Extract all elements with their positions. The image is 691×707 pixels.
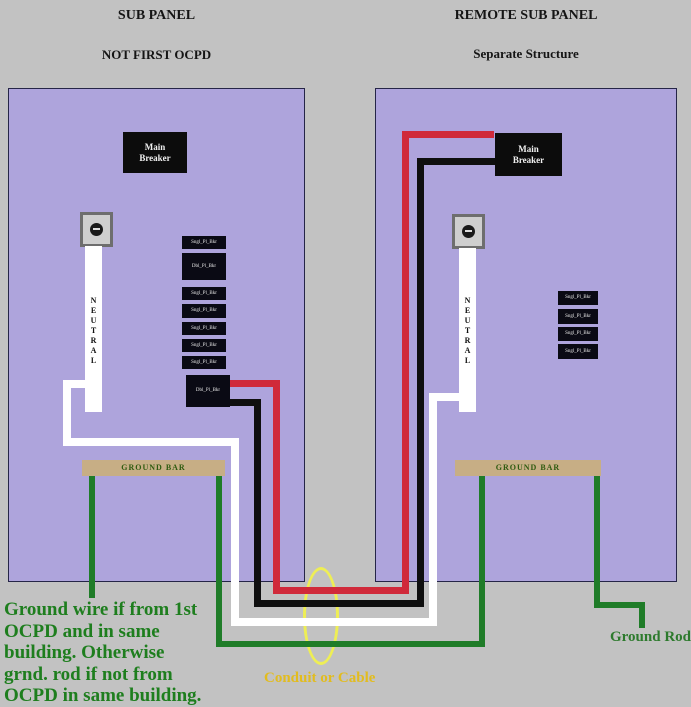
lug-terminal-icon <box>462 225 475 238</box>
left-breaker-3: Sngl_Pl_Bkr <box>182 287 226 300</box>
right-ground-bar: GROUND BAR <box>455 460 601 476</box>
right-panel-title: REMOTE SUB PANEL <box>454 8 598 23</box>
green-ground-wire-segment <box>479 466 485 647</box>
black-hot-wire-segment <box>228 399 261 406</box>
left-neutral-lug-icon <box>80 212 113 247</box>
conduit-ellipse <box>303 567 339 665</box>
left-breaker-7: Sngl_Pl_Bkr <box>182 356 226 369</box>
white-neutral-wire-segment <box>63 380 87 388</box>
right-panel-subtitle: Separate Structure <box>473 46 579 61</box>
note-line: Ground wire if from 1st <box>4 599 198 620</box>
left-main-breaker: Main Breaker <box>123 132 187 173</box>
black-hot-wire-segment <box>254 399 261 607</box>
black-hot-wire-segment <box>417 158 497 165</box>
red-hot-wire-segment <box>402 131 494 138</box>
left-breaker-8-feed: Dbl_Pl_Bkr <box>186 375 230 407</box>
white-neutral-wire-segment <box>429 393 461 401</box>
white-neutral-wire-segment <box>231 438 239 626</box>
white-neutral-wire-segment <box>231 618 437 626</box>
left-neutral-bar: NEUTRAL <box>85 246 102 412</box>
note-line: building. Otherwise <box>4 642 165 663</box>
ground-rod-label: Ground Rod <box>610 629 691 645</box>
left-breaker-6: Sngl_Pl_Bkr <box>182 339 226 352</box>
note-line: grnd. rod if not from <box>4 663 173 685</box>
white-neutral-wire-segment <box>63 438 239 446</box>
left-breaker-4: Sngl_Pl_Bkr <box>182 304 226 318</box>
left-breaker-2: Dbl_Pl_Bkr <box>182 253 226 280</box>
right-neutral-bar: NEUTRAL <box>459 248 476 412</box>
lug-terminal-icon <box>90 223 103 236</box>
white-neutral-wire-segment <box>63 380 71 446</box>
conduit-label: Conduit or Cable <box>264 670 376 686</box>
black-hot-wire-segment <box>254 600 424 607</box>
green-ground-wire-to-note <box>89 466 95 598</box>
green-ground-rod-wire-segment <box>594 602 645 608</box>
green-ground-wire-segment <box>216 466 222 647</box>
ground-wire-note: Ground wire if from 1st OCPD and in same… <box>4 599 254 707</box>
white-neutral-wire-segment <box>429 393 437 626</box>
neutral-bar-label: NEUTRAL <box>90 296 97 365</box>
neutral-bar-label: NEUTRAL <box>464 296 471 365</box>
right-breaker-3: Sngl_Pl_Bkr <box>558 327 598 341</box>
left-panel-subtitle: NOT FIRST OCPD <box>101 47 212 62</box>
right-breaker-2: Sngl_Pl_Bkr <box>558 309 598 324</box>
green-ground-rod-wire-segment <box>594 466 600 608</box>
red-hot-wire-segment <box>228 380 280 387</box>
green-ground-rod-wire-segment <box>639 602 645 628</box>
note-line: OCPD in same building. <box>4 685 202 706</box>
left-breaker-5: Sngl_Pl_Bkr <box>182 322 226 335</box>
red-hot-wire-segment <box>273 380 280 594</box>
red-hot-wire-segment <box>273 587 409 594</box>
left-ground-bar: GROUND BAR <box>82 460 225 476</box>
right-breaker-1: Sngl_Pl_Bkr <box>558 291 598 305</box>
left-panel-title: SUB PANEL <box>117 8 196 23</box>
right-neutral-lug-icon <box>452 214 485 249</box>
right-breaker-4: Sngl_Pl_Bkr <box>558 344 598 359</box>
red-hot-wire-segment <box>402 131 409 594</box>
black-hot-wire-segment <box>417 158 424 607</box>
right-main-breaker: Main Breaker <box>495 133 562 176</box>
green-ground-wire-segment <box>216 641 485 647</box>
left-breaker-1: Sngl_Pl_Bkr <box>182 236 226 249</box>
note-line: OCPD and in same <box>4 620 160 642</box>
